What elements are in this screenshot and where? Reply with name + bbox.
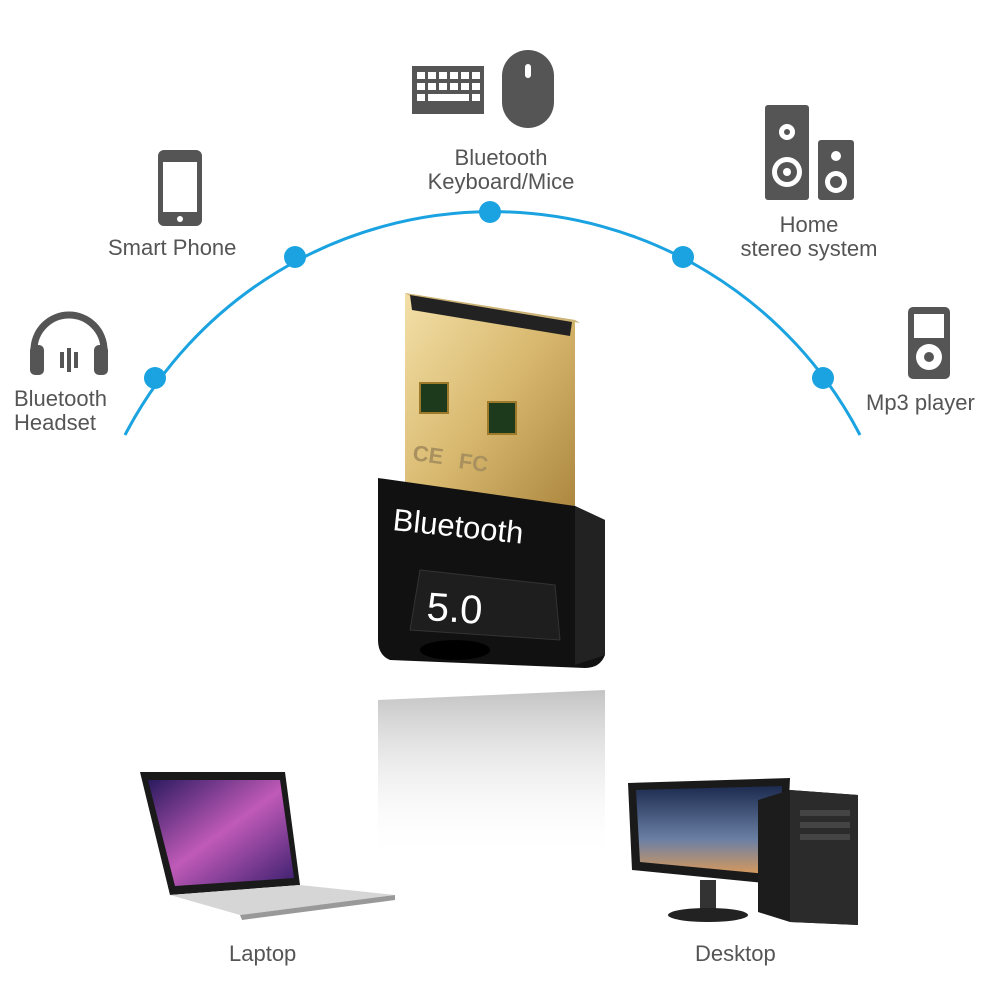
fc-mark: FC bbox=[457, 448, 490, 477]
dot-headset bbox=[144, 367, 166, 389]
label-headset: Bluetooth Headset bbox=[14, 387, 107, 435]
stereo-speakers-icon bbox=[765, 105, 854, 200]
desktop-image bbox=[628, 778, 858, 925]
mp3-player-icon bbox=[908, 307, 950, 379]
dongle-version-text: 5.0 bbox=[425, 585, 484, 633]
dot-keyboard bbox=[479, 201, 501, 223]
dot-stereo bbox=[672, 246, 694, 268]
label-keyboard-line1: Bluetooth bbox=[454, 145, 548, 170]
label-stereo-line1: Home bbox=[779, 212, 839, 237]
label-keyboard: Bluetooth Keyboard/Mice bbox=[400, 146, 602, 194]
label-desktop: Desktop bbox=[695, 941, 776, 966]
dongle-reflection bbox=[378, 690, 605, 860]
label-stereo: Home stereo system bbox=[720, 213, 898, 261]
arc-dots bbox=[144, 201, 834, 389]
bluetooth-dongle: CE FC Bluetooth 5.0 bbox=[378, 293, 605, 668]
label-headset-line2: Headset bbox=[14, 410, 96, 435]
ce-mark: CE bbox=[411, 440, 445, 469]
dot-mp3 bbox=[812, 367, 834, 389]
label-mp3: Mp3 player bbox=[866, 390, 975, 415]
laptop-image bbox=[140, 772, 395, 920]
label-laptop: Laptop bbox=[229, 941, 297, 966]
dot-phone bbox=[284, 246, 306, 268]
mouse-icon bbox=[502, 50, 554, 128]
label-headset-line1: Bluetooth bbox=[14, 386, 107, 411]
smartphone-icon bbox=[158, 150, 202, 226]
keyboard-icon bbox=[412, 66, 484, 114]
headset-icon bbox=[30, 311, 108, 375]
label-stereo-line2: stereo system bbox=[740, 236, 878, 261]
label-keyboard-line2: Keyboard/Mice bbox=[427, 169, 575, 194]
label-phone: Smart Phone bbox=[108, 235, 237, 260]
